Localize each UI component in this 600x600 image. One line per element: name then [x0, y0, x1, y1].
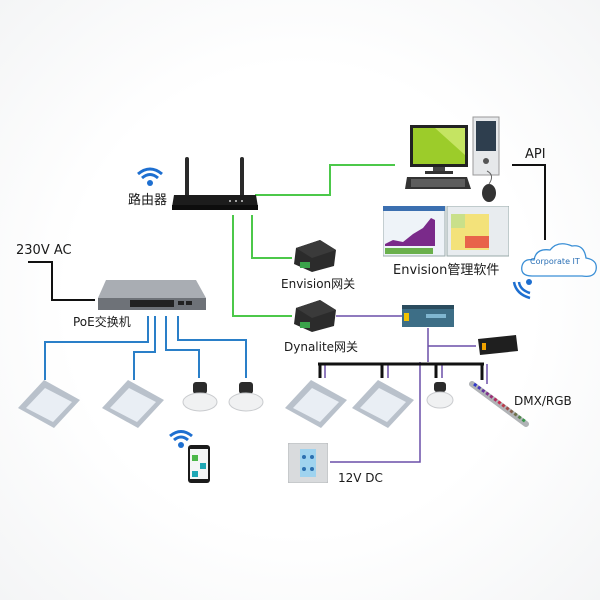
poe-link-2 — [133, 316, 156, 380]
wifi-icon — [169, 430, 193, 448]
dynalite-gateway-label: Dynalite网关 — [284, 340, 359, 354]
downlight-icon[interactable] — [425, 380, 455, 412]
dc-12v-label: 12V DC — [338, 471, 383, 485]
power-link — [28, 261, 95, 301]
gateway-box-icon[interactable] — [290, 238, 338, 274]
router-to-computer-link — [255, 164, 395, 196]
poe-switch-label: PoE交换机 — [73, 315, 131, 329]
router-label: 路由器 — [128, 193, 168, 208]
software-screens-icon[interactable] — [383, 206, 509, 258]
troffer-light-icon[interactable] — [285, 380, 347, 428]
gateway-box-icon[interactable] — [290, 298, 338, 334]
desktop-computer-icon[interactable] — [405, 115, 510, 205]
keypad-link — [330, 362, 421, 463]
power-label: 230V AC — [16, 243, 72, 258]
cloud-icon[interactable] — [518, 238, 600, 282]
troffer-light-icon[interactable] — [18, 380, 80, 428]
smartphone-icon[interactable] — [188, 445, 212, 485]
network-switch-icon[interactable] — [96, 278, 208, 314]
envision-software-label: Envision管理软件 — [393, 263, 500, 278]
din-rail-module-icon[interactable] — [402, 305, 454, 329]
api-link — [512, 164, 546, 240]
led-bar-icon[interactable] — [468, 380, 532, 430]
poe-link-4 — [177, 316, 247, 378]
wifi-router-icon[interactable] — [170, 155, 260, 213]
troffer-light-icon[interactable] — [102, 380, 164, 428]
router-to-dynalite-gateway-link — [232, 215, 292, 317]
corporate-it-label: Corporate IT — [530, 257, 580, 266]
wifi-icon — [137, 167, 163, 186]
poe-link-3 — [165, 316, 200, 378]
envision-gateway-label: Envision网关 — [281, 277, 356, 291]
router-to-envision-gateway-link — [251, 215, 292, 259]
din-rail-module-icon[interactable] — [476, 333, 520, 357]
wall-keypad-icon[interactable] — [288, 443, 328, 483]
api-label: API — [525, 147, 546, 162]
downlight-icon[interactable] — [181, 380, 219, 414]
wireless-signal-icon — [512, 279, 532, 300]
dmx-rgb-label: DMX/RGB — [514, 394, 572, 408]
poe-link-1 — [44, 316, 149, 380]
troffer-light-icon[interactable] — [352, 380, 414, 428]
downlight-icon[interactable] — [227, 380, 265, 414]
